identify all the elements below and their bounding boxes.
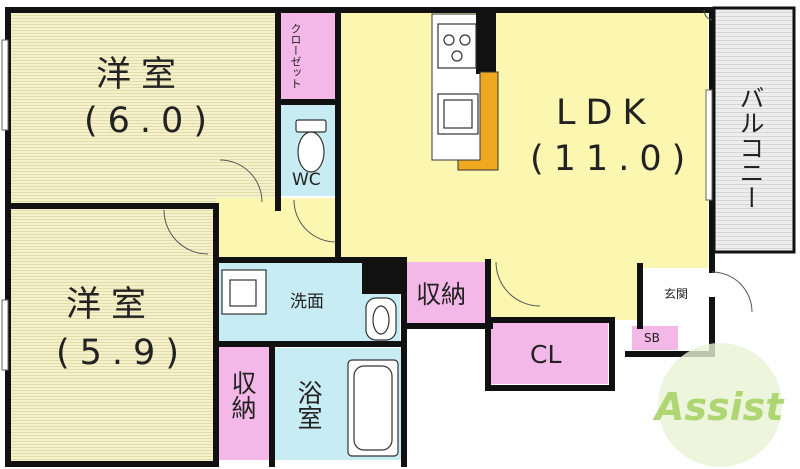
western-room-1-name: 洋室	[96, 55, 187, 95]
washroom-label: 洗面	[290, 292, 324, 312]
western-room-2-name: 洋室	[66, 285, 157, 325]
hall-area	[490, 262, 640, 320]
balcony-label: バルコニー	[736, 84, 765, 210]
ldk-size: (11.0)	[530, 139, 696, 179]
entrance-label: 玄関	[664, 287, 689, 301]
toilet-icon	[295, 119, 327, 173]
assist-logo: Assist	[652, 343, 785, 467]
western-room-1-size: (6.0)	[84, 101, 217, 141]
western-room-2-size: (5.9)	[56, 333, 189, 373]
doors	[163, 9, 753, 313]
walk-in-closet-area	[490, 322, 608, 384]
bathtub-icon	[347, 359, 399, 457]
closet-top-label: クローゼット	[289, 23, 302, 89]
shoe-box-area	[632, 326, 678, 350]
western-room-2-area	[10, 206, 216, 462]
wall-column-2	[476, 12, 496, 74]
washer-icon	[365, 297, 397, 341]
wall-column	[362, 260, 402, 294]
shoe-box-label: SB	[644, 331, 660, 345]
stove-icon	[437, 23, 477, 69]
bathroom-label: 浴室	[294, 380, 323, 430]
storage-center-area	[404, 262, 486, 324]
svg-text:Assist: Assist	[652, 385, 785, 429]
storage-left-area	[218, 344, 270, 460]
storage-left-label: 収納	[228, 370, 257, 420]
western-room-1-area	[10, 12, 276, 206]
walk-in-closet-label: CL	[530, 340, 562, 369]
ldk-area	[338, 12, 708, 268]
closet-top-area	[280, 12, 336, 102]
kitchen-counter	[431, 13, 483, 161]
kitchen-bar-counter	[457, 71, 499, 171]
storage-center-label: 収納	[416, 280, 467, 309]
entrance-area	[644, 272, 708, 324]
wc-label: WC	[292, 170, 321, 190]
ldk-name: LDK	[556, 93, 656, 133]
washbasin-icon	[221, 269, 267, 315]
sink-icon	[437, 93, 479, 135]
windows	[1, 39, 713, 371]
